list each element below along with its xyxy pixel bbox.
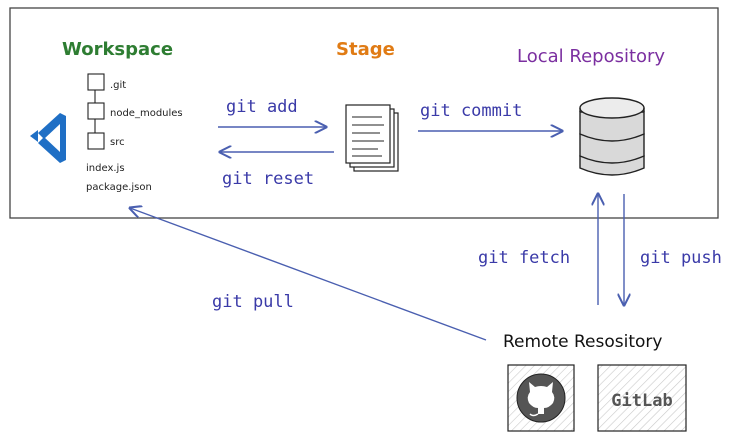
- file-package-json: package.json: [86, 182, 152, 193]
- file-git: .git: [110, 80, 126, 91]
- local-repository-title: Local Repository: [517, 46, 665, 67]
- file-index-js: index.js: [86, 163, 125, 174]
- git-commit-label: git commit: [420, 101, 522, 121]
- git-pull-label: git pull: [212, 292, 294, 312]
- git-push-label: git push: [640, 248, 722, 268]
- git-reset-label: git reset: [222, 169, 314, 189]
- stage-title: Stage: [336, 39, 395, 60]
- workspace-title: Workspace: [62, 39, 173, 60]
- local-environment-frame: [9, 7, 719, 219]
- git-add-label: git add: [226, 97, 298, 117]
- folder-src-box: [87, 132, 105, 150]
- workspace-file-tree: [87, 73, 105, 150]
- gitlab-icon: GitLab: [597, 364, 687, 432]
- folder-node-modules-box: [87, 102, 105, 120]
- file-node-modules: node_modules: [110, 108, 183, 119]
- gitlab-label: GitLab: [611, 391, 672, 411]
- git-pull-arrow: [130, 208, 487, 341]
- github-icon: [507, 364, 575, 432]
- arrows: [130, 127, 624, 341]
- file-src: src: [110, 137, 125, 148]
- folder-git-box: [87, 73, 105, 91]
- database-icon: [579, 97, 645, 176]
- remote-repository-title: Remote Resository: [503, 332, 662, 352]
- git-fetch-label: git fetch: [478, 248, 570, 268]
- documents-icon: [345, 104, 399, 172]
- vscode-icon: [30, 113, 66, 163]
